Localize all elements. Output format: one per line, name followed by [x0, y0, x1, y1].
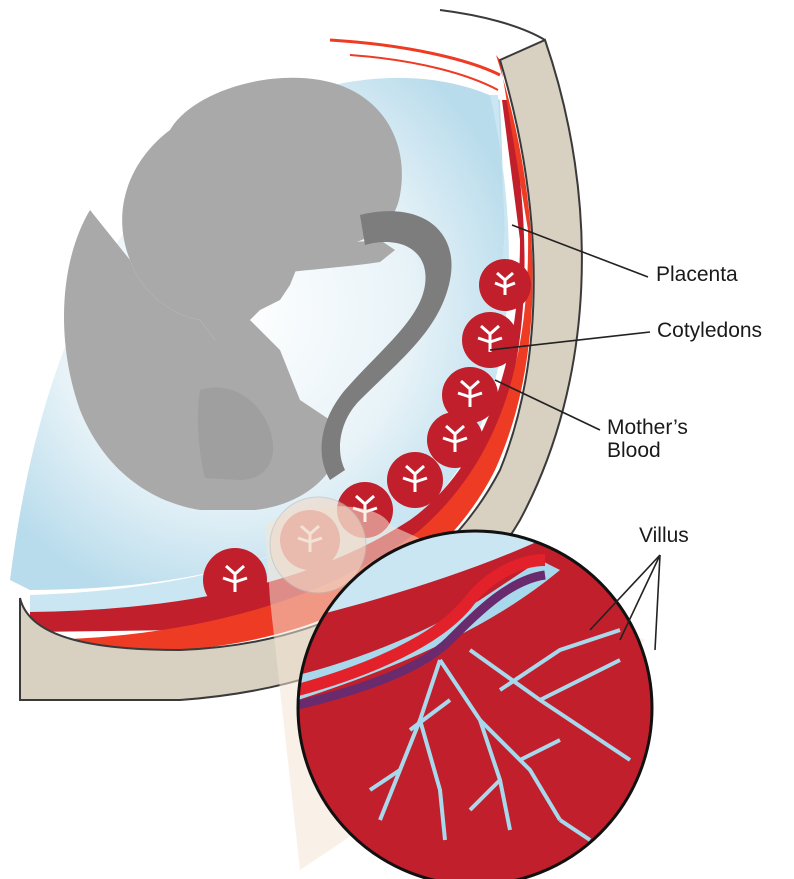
label-mothers-blood-line1: Mother’s — [607, 416, 688, 439]
label-placenta: Placenta — [656, 263, 738, 286]
label-mothers-blood-line2: Blood — [607, 439, 688, 462]
cotyledon — [387, 452, 443, 508]
label-villus: Villus — [639, 524, 689, 547]
cotyledon — [203, 548, 267, 612]
leader-villus-3 — [655, 555, 660, 650]
cotyledon — [462, 312, 518, 368]
label-mothers-blood: Mother’s Blood — [607, 416, 688, 462]
outer-membrane-line — [440, 10, 545, 40]
cotyledon — [479, 259, 531, 311]
cotyledon — [427, 412, 483, 468]
magnifier-source — [270, 497, 366, 593]
outer-membrane-line-red — [330, 40, 500, 75]
leader-villus-2 — [620, 555, 660, 640]
label-cotyledons: Cotyledons — [657, 319, 762, 342]
